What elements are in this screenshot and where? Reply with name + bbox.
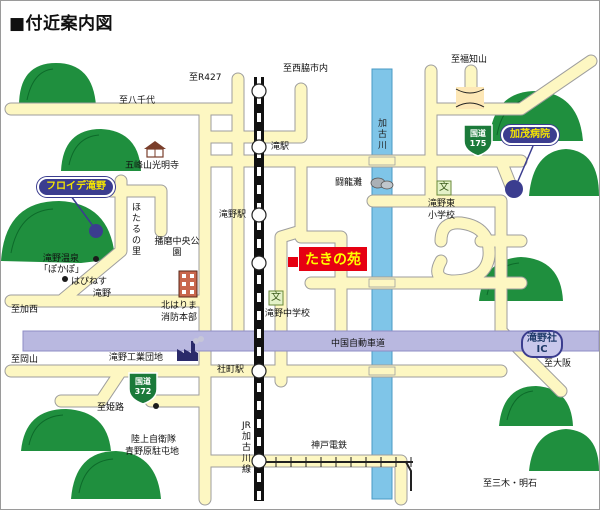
kakogawa-river-label: 加古川 <box>377 119 387 151</box>
station-marker <box>251 83 267 99</box>
fire-department-icon <box>178 270 198 298</box>
hill <box>529 429 599 471</box>
hospital-callout: 加茂病院 <box>501 125 559 145</box>
direction-osaka: 至大阪 <box>544 359 572 369</box>
ryunotaki-label: 闘龍灘 <box>335 178 363 188</box>
takinoen-marker <box>288 257 298 267</box>
sdf-label-2: 青野原駐屯地 <box>125 447 180 457</box>
habinesu-marker <box>62 276 68 282</box>
bridge-icon <box>455 87 485 109</box>
expressway <box>22 330 599 352</box>
expressway-label: 中国自動車道 <box>331 339 386 349</box>
school-symbol-box <box>268 290 284 306</box>
point-markers <box>62 256 159 409</box>
route-175-number: 175 <box>469 139 487 148</box>
route-175-label: 国道 <box>470 129 486 138</box>
kakogawa-line-label: JR加古川線 <box>241 421 251 475</box>
shinden-label: 神戸電鉄 <box>311 441 348 451</box>
kobe-dentetsu-line <box>264 457 413 491</box>
callout-markers <box>89 180 523 238</box>
jr-kakogawa-line <box>254 77 264 501</box>
route-372-label: 国道 <box>135 377 151 386</box>
stations <box>251 83 267 469</box>
route-372-shield <box>128 372 158 405</box>
page-title: ■付近案内図 <box>9 14 114 34</box>
harima-park-label: 播磨中央公園 <box>154 237 200 258</box>
rock-icon <box>370 177 394 190</box>
taki-station-marker <box>251 139 267 155</box>
east-school-label-1: 滝野東 <box>428 199 456 209</box>
hill <box>19 63 96 106</box>
hospital-marker <box>505 180 523 198</box>
direction-sanmoku: 至三木・明石 <box>483 479 538 489</box>
hill <box>529 149 599 196</box>
taki-station-label: 滝駅 <box>271 142 290 152</box>
route-372-number: 372 <box>134 387 152 396</box>
habinesu-label-1: はぴねす <box>71 277 108 287</box>
school-symbols <box>268 180 452 306</box>
onsen-label-2: 「ぽかぽ」 <box>39 265 85 275</box>
sdf-label-1: 陸上自衛隊 <box>131 435 177 445</box>
habinesu-label-2: 滝野 <box>93 289 112 299</box>
floride-marker <box>89 224 103 238</box>
hill <box>71 451 161 499</box>
hill <box>499 386 573 426</box>
school-symbol-box <box>436 180 452 196</box>
yashiromachi-station-label: 社町駅 <box>217 365 245 375</box>
sdf-marker <box>153 403 159 409</box>
floride-callout: フロイデ滝野 <box>37 177 115 197</box>
onsen-label-1: 滝野温泉 <box>43 254 80 264</box>
industrial-label: 滝野工業団地 <box>109 353 164 363</box>
direction-yachiyo: 至八千代 <box>119 96 156 106</box>
station-marker <box>251 255 267 271</box>
hotaru-no-sato-label: ほたるの里 <box>131 203 141 257</box>
school-symbol-east: 文 <box>439 182 449 193</box>
direction-kasai: 至加西 <box>11 305 39 315</box>
direction-fukuchiyama: 至福知山 <box>451 55 488 65</box>
ic-label-1: 滝野社 <box>527 333 557 344</box>
komyoji-label: 五峰山光明寺 <box>125 161 180 171</box>
direction-nishiwaki: 至西脇市内 <box>283 64 329 74</box>
takino-station-marker <box>251 207 267 223</box>
takino-station-label: 滝野駅 <box>219 210 247 220</box>
hill <box>61 129 141 171</box>
route-175-shield <box>463 124 493 157</box>
factory-icon <box>177 336 204 361</box>
takino-jhs-label: 滝野中学校 <box>265 309 311 319</box>
ic-badge <box>521 330 563 358</box>
direction-okayama: 至岡山 <box>11 355 39 365</box>
east-school-label-2: 小学校 <box>428 211 456 221</box>
ic-label-2: IC <box>536 344 548 355</box>
takinoen-callout: たきの苑 <box>299 247 367 271</box>
direction-himeji: 至姫路 <box>97 403 125 413</box>
school-symbol-jhs: 文 <box>271 292 281 303</box>
direction-r427: 至R427 <box>189 73 222 83</box>
station-marker <box>251 453 267 469</box>
fire-dept-label-2: 消防本部 <box>161 313 198 323</box>
yashiromachi-station-marker <box>251 363 267 379</box>
hill <box>21 409 111 451</box>
temple-icon <box>144 141 166 158</box>
fire-dept-label-1: 北はりま <box>161 301 198 311</box>
onsen-marker <box>93 256 99 262</box>
